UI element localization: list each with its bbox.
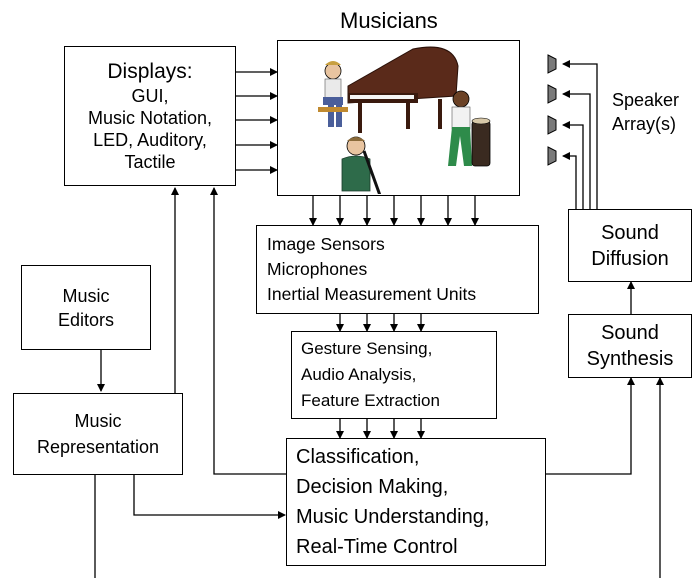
editors-line-2: Editors [57,309,115,330]
diffusion-line-2: Diffusion [591,247,669,270]
arrow-representation-to-classification [133,474,286,519]
synthesis-line-2: Synthesis [586,348,674,370]
classification-box: Classification, Decision Making, Music U… [286,438,546,566]
musicians-box [277,40,520,196]
gesture-box: Gesture Sensing, Audio Analysis, Feature… [291,331,497,419]
displays-box: Displays: GUI, Music Notation, LED, Audi… [64,46,236,186]
diffusion-line-1: Sound [601,221,659,244]
arrow-classification-to-displays [210,187,286,475]
arrow-classification-to-synthesis [546,377,635,475]
arrow-diffusion-to-speaker-2 [562,90,591,209]
classification-line: Classification, [296,446,420,468]
music-understanding-line: Music Understanding, [296,506,490,528]
sensors-image: Image Sensors [267,234,385,254]
editors-line-1: Music [62,285,110,306]
speaker-icon [547,115,557,135]
speaker-array-label: Speaker Array(s) [612,88,679,136]
gesture-sensing: Gesture Sensing, [301,339,433,358]
displays-gui: GUI, [131,86,169,106]
displays-music-notation: Music Notation, [87,108,213,128]
decision-making-line: Decision Making, [296,476,449,498]
feature-extraction: Feature Extraction [301,391,440,410]
speaker-label-line-2: Array(s) [612,114,676,134]
speaker-icon [547,54,557,74]
synthesis-line-1: Sound [601,322,659,344]
speaker-icon [547,84,557,104]
displays-led-auditory: LED, Auditory, [93,130,207,150]
music-representation-box: Music Representation [13,393,183,475]
sensors-microphones: Microphones [267,259,368,279]
pianist-figure [318,61,348,127]
arrow-diffusion-to-speaker-3 [562,121,584,209]
speaker-label-line-1: Speaker [612,90,680,110]
drummer-figure [448,90,491,167]
audio-analysis: Audio Analysis, [301,365,417,384]
grand-piano-icon [347,46,459,133]
arrow-diffusion-to-speaker-1 [562,60,598,209]
sensors-box: Image Sensors Microphones Inertial Measu… [256,225,539,314]
representation-line-2: Representation [36,437,160,457]
displays-tactile: Tactile [124,152,176,172]
sound-synthesis-box: Sound Synthesis [568,314,692,378]
arrow-diffusion-to-speaker-4 [562,152,577,209]
sound-diffusion-box: Sound Diffusion [568,209,692,282]
clarinetist-figure [341,136,382,194]
speaker-icon [547,146,557,166]
real-time-control-line: Real-Time Control [296,536,458,558]
musicians-illustration [318,46,491,194]
representation-line-1: Music [74,411,122,431]
music-editors-box: Music Editors [21,265,151,350]
musicians-title: Musicians [340,8,438,33]
sensors-imu: Inertial Measurement Units [267,284,477,304]
displays-heading: Displays: [107,60,193,83]
